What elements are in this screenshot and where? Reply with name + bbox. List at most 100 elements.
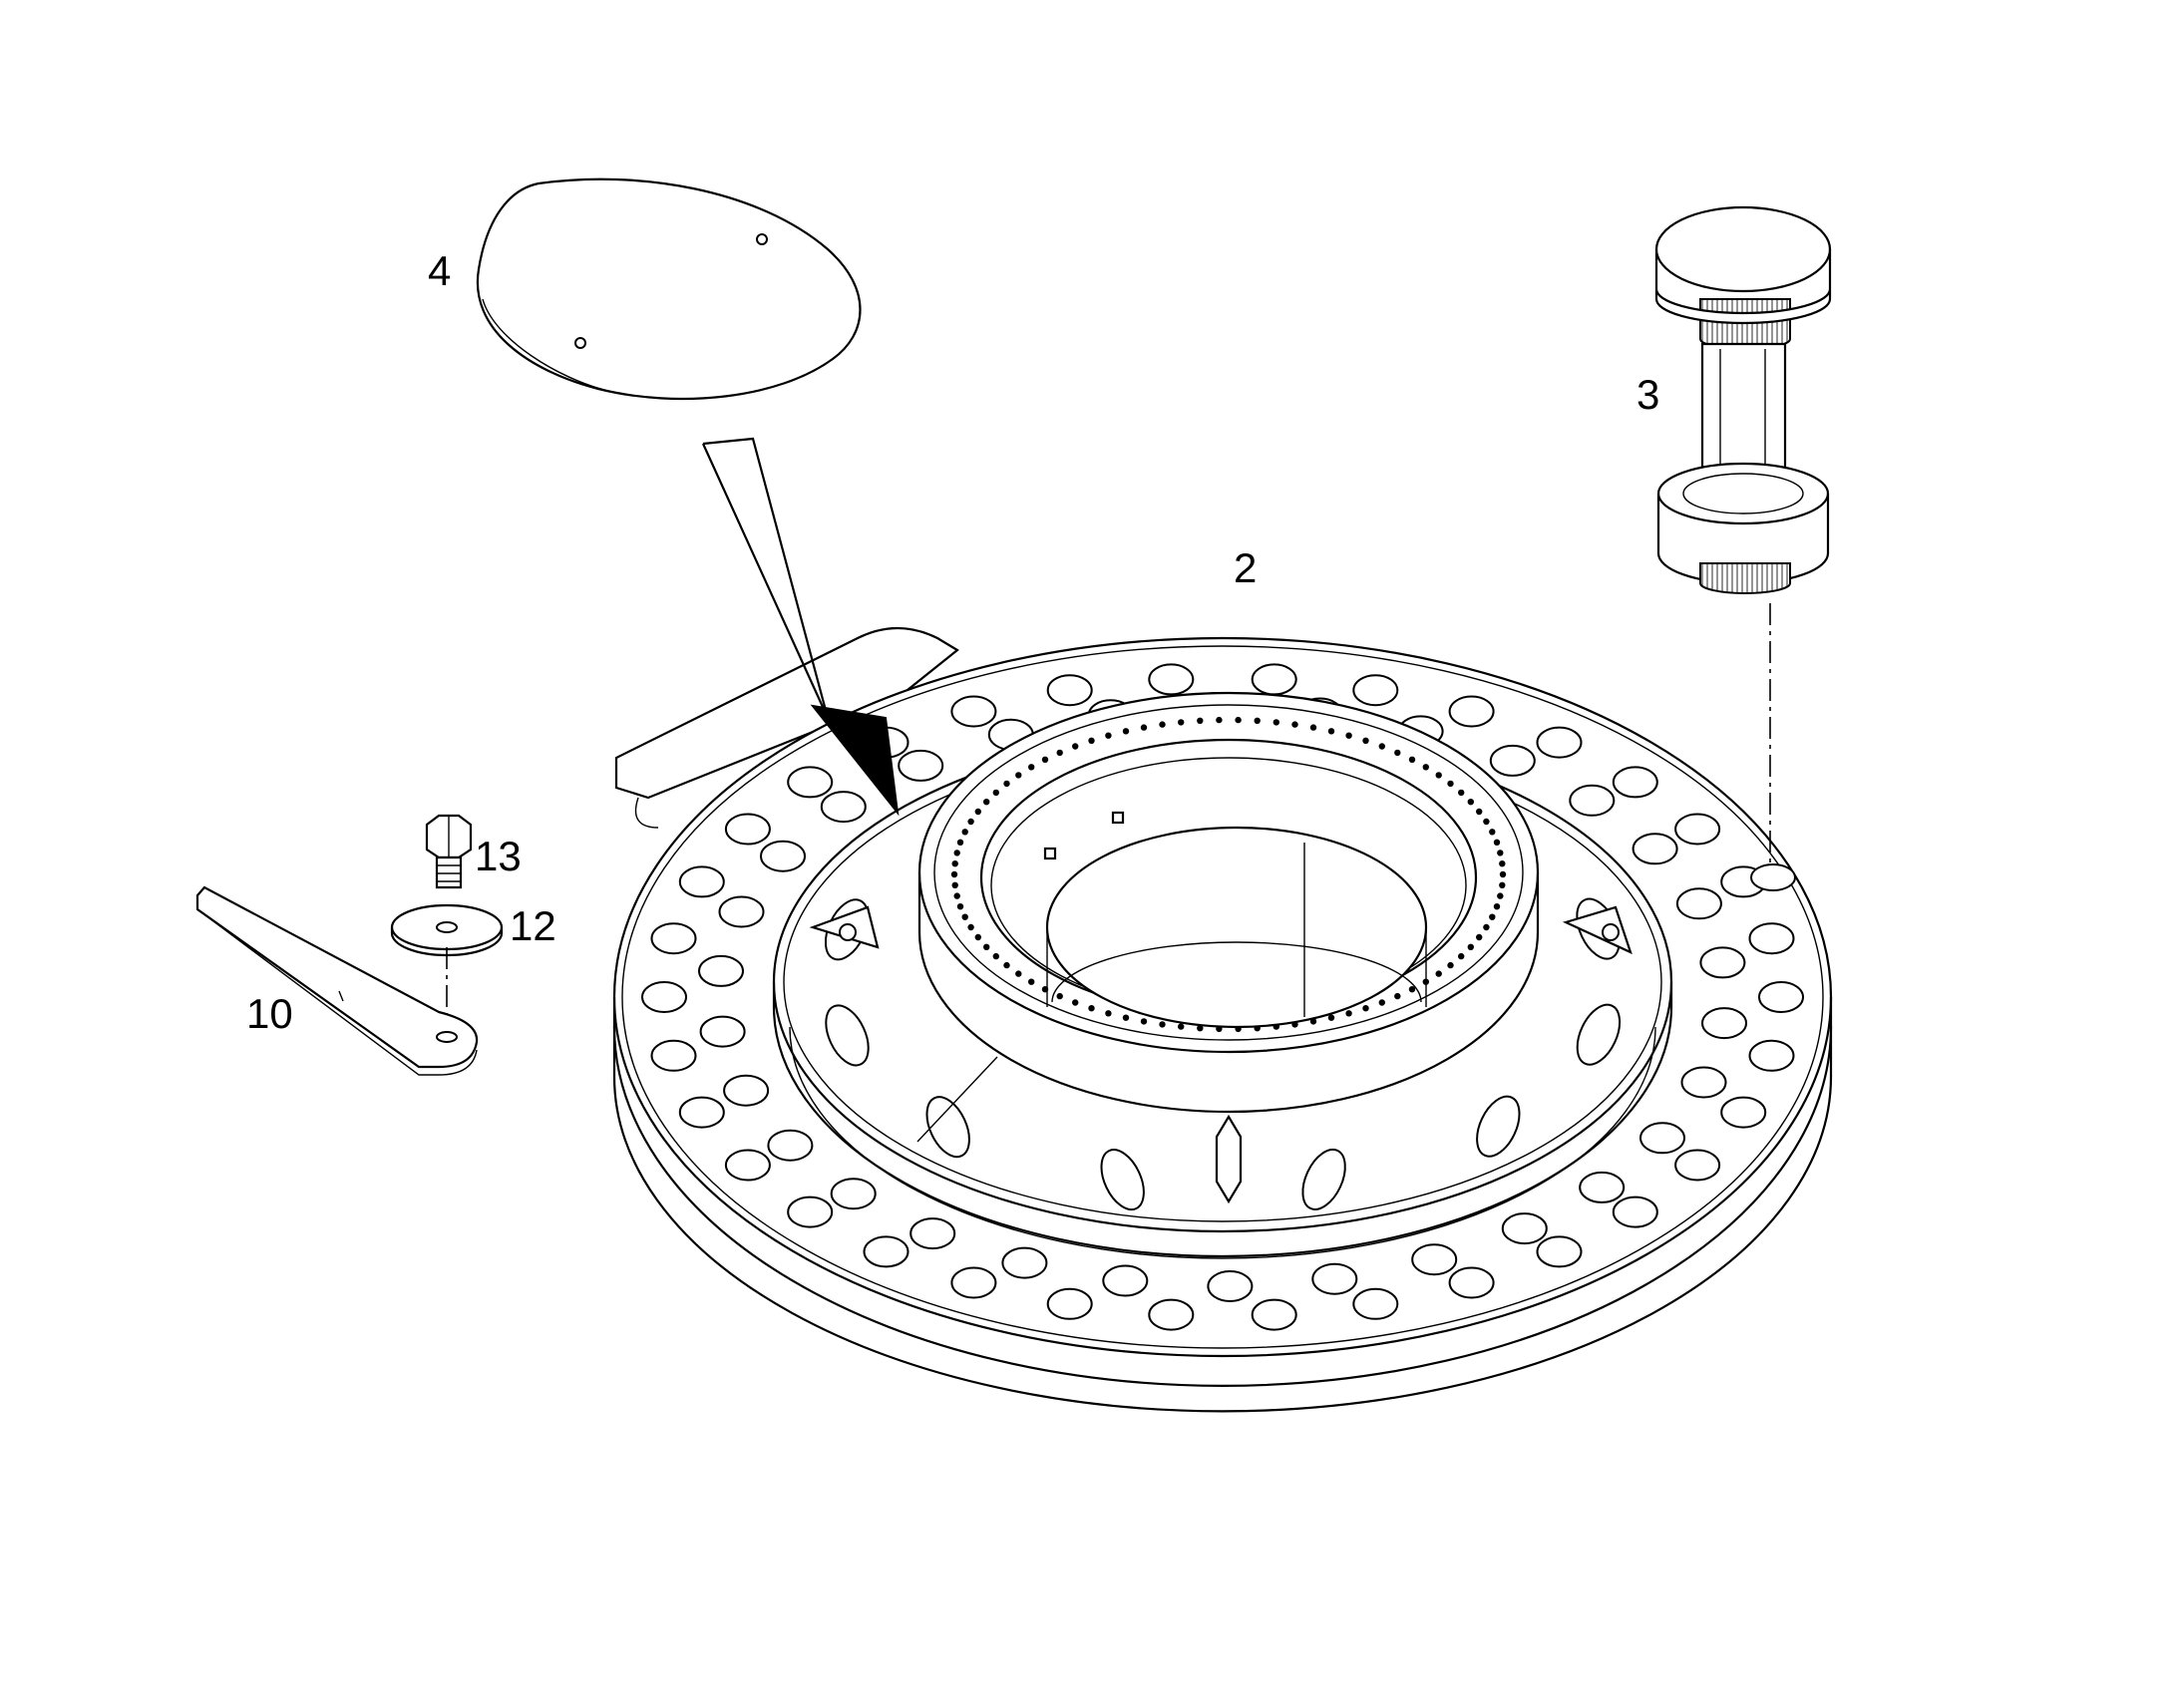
bearing-dot [1345,732,1352,739]
bolt-hole [898,749,944,782]
callout-12: 12 [510,902,556,949]
bearing-dot [974,808,981,816]
bearing-dot [1435,970,1442,977]
bearing-dot [1378,999,1386,1006]
bearing-dot [1483,923,1490,931]
bearing-dot [1476,933,1483,941]
bearing-dot [1216,716,1223,724]
bearing-dot [1235,716,1242,724]
bolt-hole [678,865,725,898]
callout-13: 13 [475,833,522,879]
bolt-hole [650,1039,697,1072]
bolt-hole [723,1074,770,1107]
bearing-dot [1197,717,1204,724]
hub-slot [1476,1095,1521,1158]
bolt-hole [1680,1066,1727,1099]
bearing-dot [1140,1018,1148,1025]
bearing-dot [1394,992,1401,1000]
lever-assembly [195,814,504,1076]
bearing-dot [1408,986,1416,993]
bearing-dot [974,933,981,941]
bolt-hole [1102,1264,1149,1297]
bearing-dot [1197,1025,1204,1032]
bolt-hole [1675,887,1722,920]
bearing-dot [1272,719,1280,726]
bearing-dot [1394,749,1401,757]
bearing-dot [1140,724,1148,731]
bearing-dot [956,903,964,910]
bearing-dot [1122,728,1130,735]
callout-2: 2 [1234,544,1257,591]
bearing-dot [951,860,958,867]
bearing-dot [1028,978,1035,985]
bearing-dot [1105,732,1112,739]
bolt-hole [1448,1266,1495,1299]
bearing-dot [1467,943,1475,950]
bearing-dot [1493,903,1501,910]
bearing-dot [1056,749,1063,757]
callout-10: 10 [246,990,293,1037]
cover-plate [476,177,862,401]
bearing-dot [1178,719,1185,726]
bearing-dot [1408,756,1416,763]
bearing-dot [1497,892,1504,899]
bearing-dot [1015,970,1022,977]
bearing-dot [1088,1005,1095,1012]
bolt-hole [909,1217,956,1250]
bolt-hole [1251,663,1297,696]
bolt-hole [787,1196,834,1228]
bolt-hole [760,840,806,872]
hub-slot [1100,1149,1145,1211]
lever-part-10 [195,885,479,1069]
bolt-hole [1411,1243,1458,1276]
bearing-dot [1309,724,1317,731]
bolt-hole [698,954,744,987]
bearing-dot [1327,728,1335,735]
bolt-hole [787,766,834,799]
bearing-dot [1489,829,1496,836]
hub-slot [825,1004,870,1067]
bearing-dot [961,913,968,920]
insertion-arrow [810,704,900,817]
bolt-hole [1046,1287,1093,1320]
hub-slot [1301,1148,1346,1210]
bearing-dot [1159,721,1166,728]
bearing-dot [992,952,999,960]
bearing-dot [1291,721,1298,728]
bearing-dot [1327,1014,1335,1021]
hub-slot [1576,1003,1622,1066]
bolt-hole [650,922,697,955]
bearing-dot [1041,756,1049,763]
bearing-dot [1345,1010,1352,1017]
bolt-hole [950,695,997,728]
bolt-hole [830,1178,877,1210]
bolt-hole [1501,1212,1548,1245]
bolt-hole [1632,833,1678,865]
bearing-dot [1254,717,1261,724]
bearing-dot [1435,772,1442,779]
bearing-dot [956,839,964,846]
bearing-dot [1422,764,1430,771]
bolt-hole [1536,1235,1583,1268]
bolt-hole [1352,1287,1399,1320]
bolt-hole [1674,1149,1721,1182]
bearing-dot [1105,1010,1112,1017]
bearing-dot [1088,737,1095,744]
bearing-dot [1483,818,1490,826]
callout-3: 3 [1636,371,1659,418]
bolt-hole [820,791,867,824]
bolt-hole [1251,1298,1297,1331]
bearing-dot [1499,870,1507,878]
bearing-dot [1003,961,1010,969]
bearing-dot [1028,764,1035,771]
bolt-hole [1720,1096,1767,1129]
callout-4: 4 [428,247,451,294]
bearing-dot [1003,780,1010,788]
bolt-hole [1311,1262,1358,1295]
bolt-hole [1001,1246,1048,1279]
bearing-dot [1056,992,1063,1000]
bearing-dot [1499,881,1506,888]
cover-plate-part-4 [476,177,900,817]
bearing-dot [1447,961,1454,969]
pin-part-3 [1654,205,1832,891]
